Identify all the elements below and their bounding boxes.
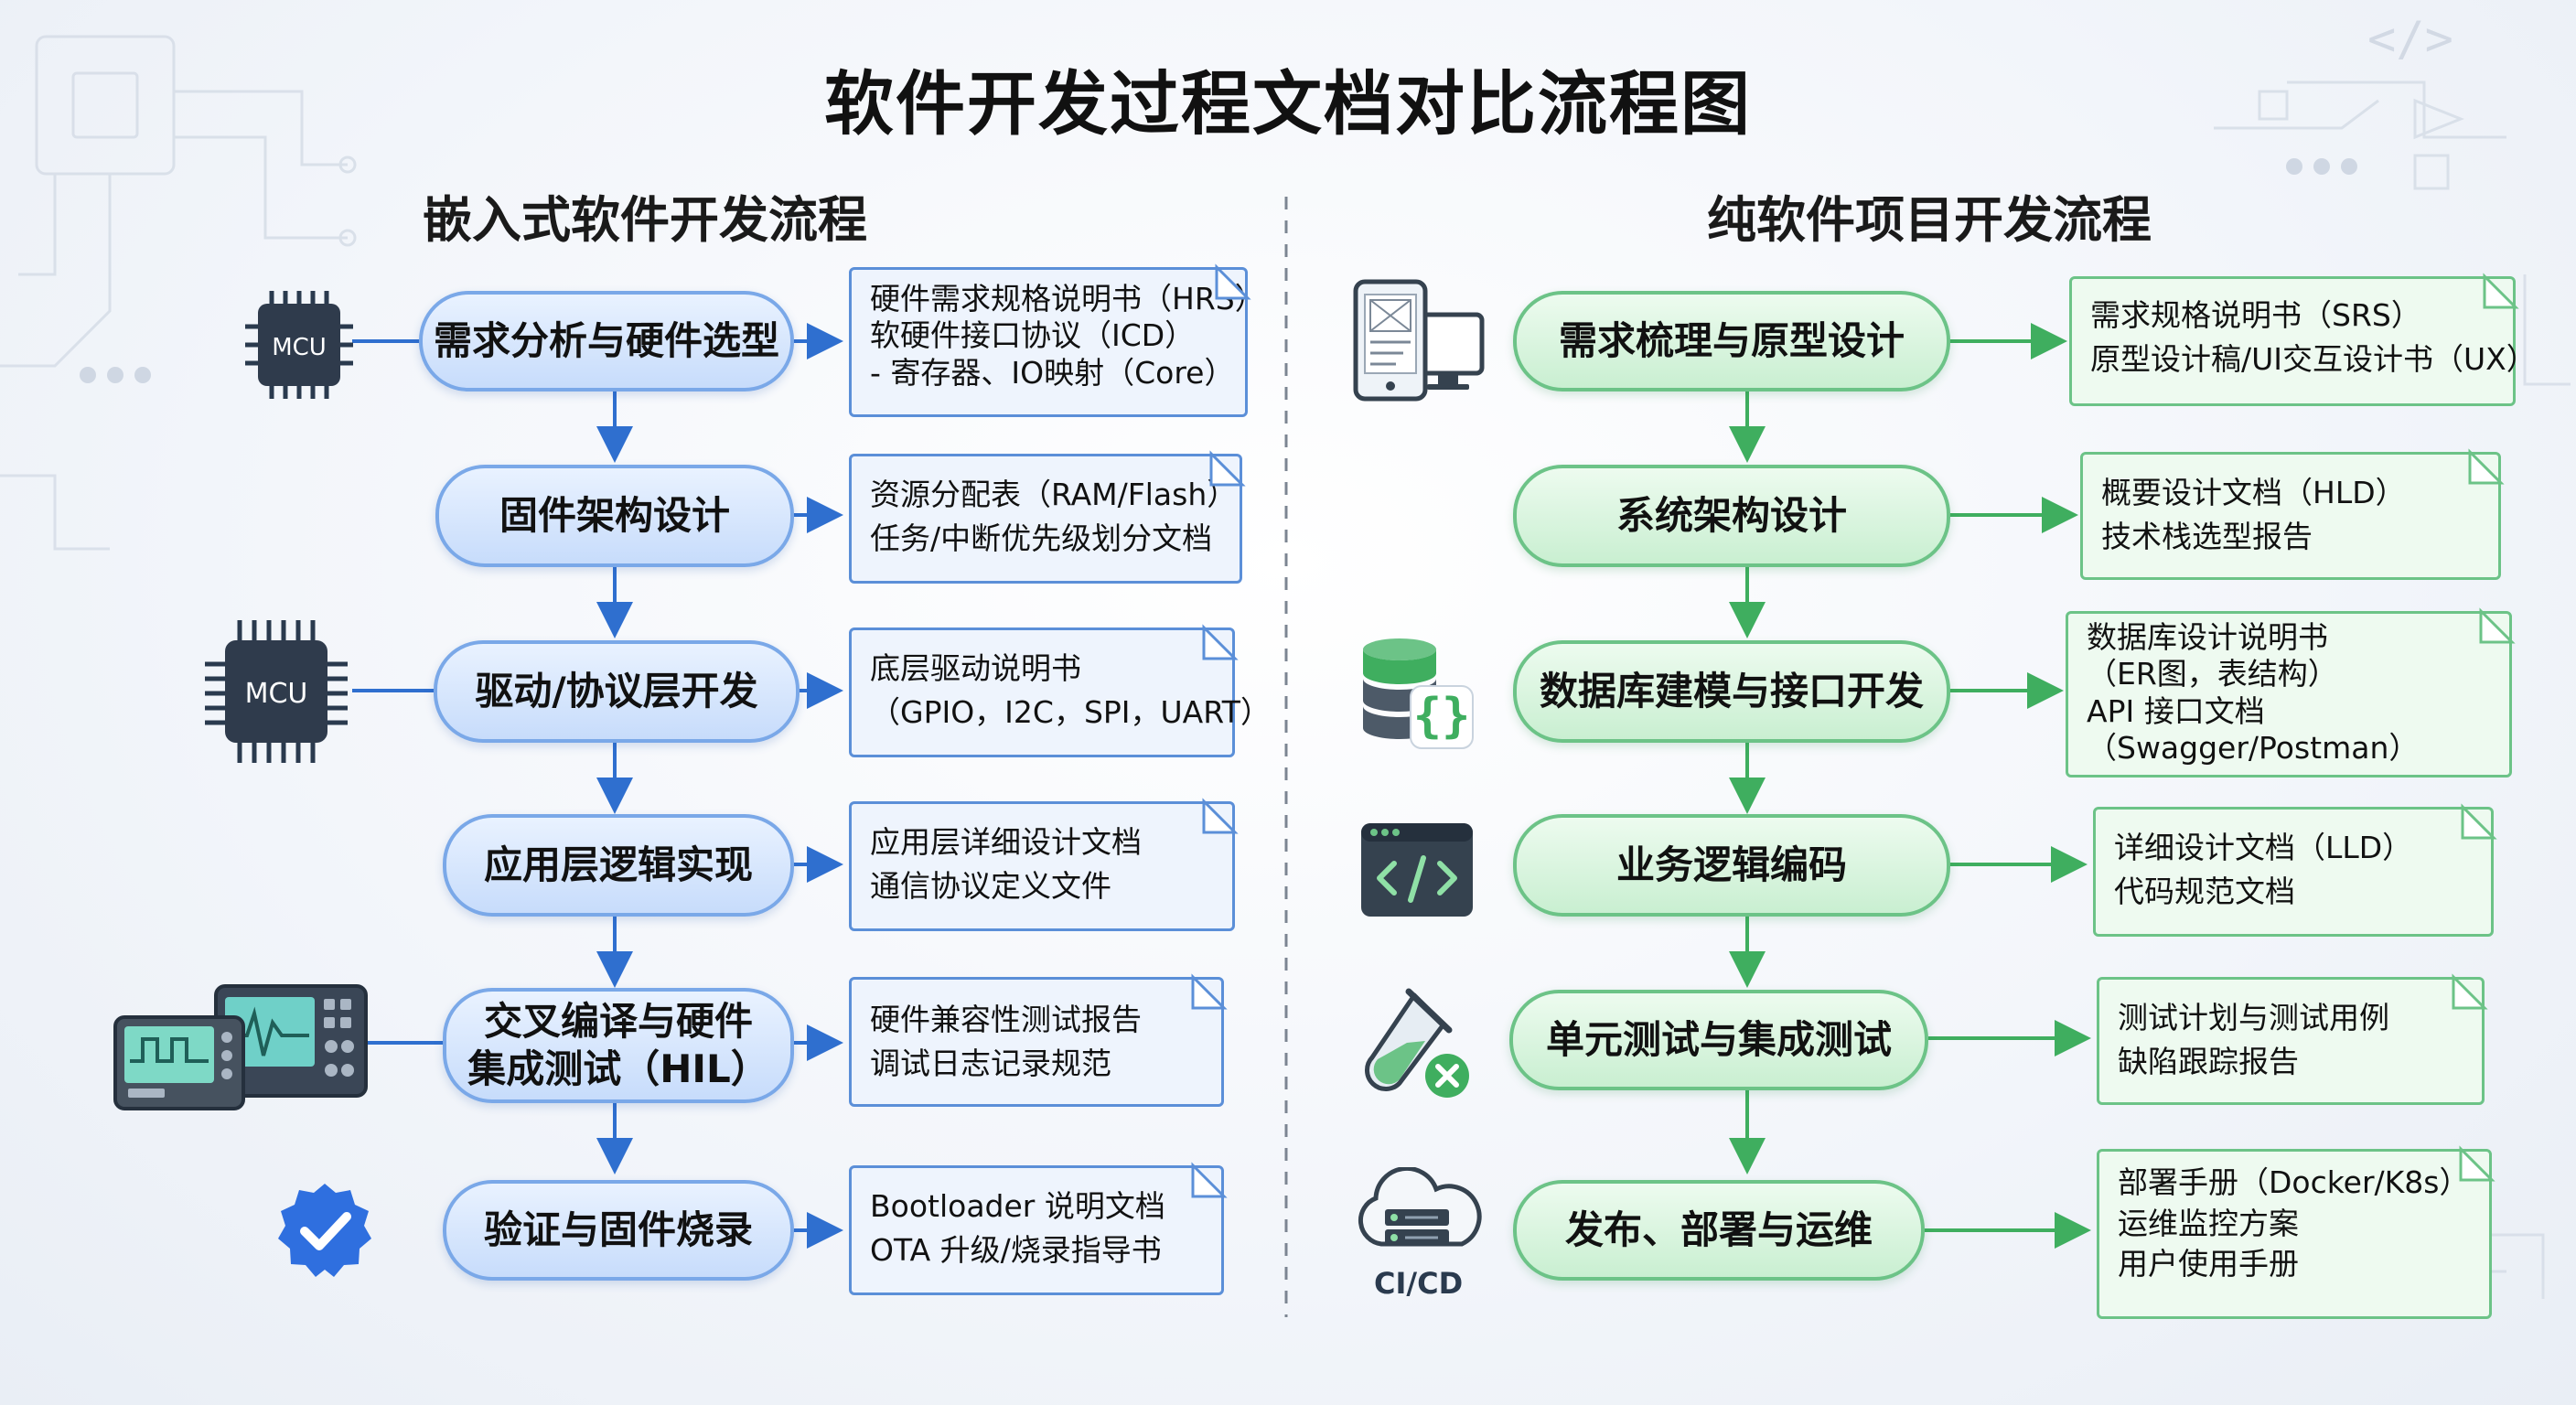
database-icon: {}: [1363, 638, 1474, 749]
right-doc-1: 需求规格说明书（SRS） 原型设计稿/UI交互设计书（UX）: [2069, 276, 2537, 406]
right-doc-1-line-1: 需求规格说明书（SRS）: [2090, 297, 2421, 333]
right-doc-4-line-1: 详细设计文档（LLD）: [2114, 830, 2413, 865]
left-step-2-label: 固件架构设计: [499, 492, 730, 538]
left-doc-5: 硬件兼容性测试报告 调试日志记录规范: [849, 977, 1224, 1107]
right-doc-6-line-3: 用户使用手册: [2118, 1246, 2299, 1282]
left-doc-4-line-2: 通信协议定义文件: [870, 867, 1111, 904]
right-step-3[interactable]: 数据库建模与接口开发: [1513, 640, 1950, 743]
left-step-5-label-line2: 集成测试（HIL）: [467, 1046, 769, 1091]
left-doc-5-line-2: 调试日志记录规范: [870, 1045, 1111, 1081]
left-step-4[interactable]: 应用层逻辑实现: [443, 814, 794, 917]
left-doc-4: 应用层详细设计文档 通信协议定义文件: [849, 801, 1235, 931]
phone-desktop-icon: [1353, 279, 1485, 402]
left-doc-1-line-1: 硬件需求规格说明书（HRS）: [870, 281, 1265, 316]
left-step-2[interactable]: 固件架构设计: [435, 465, 794, 567]
left-step-5[interactable]: 交叉编译与硬件 集成测试（HIL）: [443, 988, 794, 1103]
right-doc-5: 测试计划与测试用例 缺陷跟踪报告: [2097, 977, 2485, 1105]
code-window-icon: [1361, 823, 1473, 917]
left-step-3-label: 驱动/协议层开发: [475, 668, 758, 713]
left-doc-1-line-2: 软硬件接口协议（ICD）: [870, 317, 1196, 354]
right-step-2[interactable]: 系统架构设计: [1513, 465, 1950, 567]
right-step-1[interactable]: 需求梳理与原型设计: [1513, 291, 1950, 391]
right-doc-6-line-1: 部署手册（Docker/K8s）: [2118, 1164, 2470, 1200]
left-doc-6: Bootloader 说明文档 OTA 升级/烧录指导书: [849, 1165, 1224, 1295]
left-doc-6-line-2: OTA 升级/烧录指导书: [870, 1231, 1162, 1268]
right-doc-2-line-2: 技术栈选型报告: [2101, 518, 2313, 554]
right-step-4[interactable]: 业务逻辑编码: [1513, 814, 1950, 917]
mcu-chip-icon: MCU: [205, 620, 348, 763]
left-step-6-label: 验证与固件烧录: [483, 1207, 753, 1252]
cloud-server-icon: [1358, 1167, 1482, 1247]
left-doc-3-line-1: 底层驱动说明书: [870, 650, 1081, 686]
right-doc-6-line-2: 运维监控方案: [2118, 1205, 2299, 1241]
left-step-4-label: 应用层逻辑实现: [483, 842, 753, 887]
right-step-3-label: 数据库建模与接口开发: [1539, 668, 1924, 713]
right-step-1-label: 需求梳理与原型设计: [1558, 317, 1905, 363]
left-doc-3-line-2: （GPIO，I2C，SPI，UART）: [870, 693, 1271, 730]
left-step-6[interactable]: 验证与固件烧录: [443, 1180, 794, 1281]
right-doc-3-line-3: API 接口文档: [2087, 692, 2265, 729]
mcu-chip-label: MCU: [245, 678, 308, 710]
left-doc-2-line-1: 资源分配表（RAM/Flash）: [870, 477, 1238, 512]
right-doc-5-line-1: 测试计划与测试用例: [2118, 1000, 2389, 1035]
left-doc-6-line-1: Bootloader 说明文档: [870, 1188, 1165, 1224]
svg-text:{}: {}: [1413, 689, 1471, 744]
left-doc-2-line-2: 任务/中断优先级划分文档: [870, 520, 1213, 556]
right-step-6[interactable]: 发布、部署与运维: [1513, 1180, 1925, 1281]
right-step-2-label: 系统架构设计: [1615, 492, 1847, 538]
left-doc-1: 硬件需求规格说明书（HRS） 软硬件接口协议（ICD） - 寄存器、IO映射（C…: [849, 267, 1265, 417]
left-doc-2: 资源分配表（RAM/Flash） 任务/中断优先级划分文档: [849, 454, 1242, 584]
left-section-title: 嵌入式软件开发流程: [423, 191, 867, 249]
left-doc-5-line-1: 硬件兼容性测试报告: [870, 1002, 1142, 1037]
right-step-5-label: 单元测试与集成测试: [1545, 1016, 1892, 1062]
test-tube-icon: [1365, 988, 1469, 1098]
right-doc-4: 详细设计文档（LLD） 代码规范文档: [2093, 807, 2494, 937]
right-doc-5-line-2: 缺陷跟踪报告: [2118, 1043, 2299, 1079]
code-tag-decoration: </>: [2367, 12, 2453, 67]
left-doc-4-line-1: 应用层详细设计文档: [870, 824, 1142, 860]
mcu-chip-icon: MCU: [245, 291, 353, 399]
left-step-1[interactable]: 需求分析与硬件选型: [419, 291, 794, 391]
right-doc-6: 部署手册（Docker/K8s） 运维监控方案 用户使用手册: [2097, 1149, 2492, 1319]
oscilloscope-icon: [113, 984, 368, 1110]
left-step-1-label: 需求分析与硬件选型: [433, 317, 779, 363]
right-doc-3-line-2: （ER图，表结构）: [2087, 656, 2338, 692]
right-doc-3-line-4: （Swagger/Postman）: [2087, 729, 2420, 766]
verified-badge-icon: [278, 1184, 371, 1277]
cicd-label: CI/CD: [1374, 1266, 1464, 1301]
diagram-title: 软件开发过程文档对比流程图: [824, 63, 1752, 145]
left-step-3[interactable]: 驱动/协议层开发: [434, 640, 800, 743]
right-doc-3-line-1: 数据库设计说明书: [2087, 619, 2328, 655]
right-doc-3: 数据库设计说明书 （ER图，表结构） API 接口文档 （Swagger/Pos…: [2066, 611, 2512, 778]
right-doc-4-line-2: 代码规范文档: [2114, 873, 2295, 909]
dot-decoration: [80, 158, 2357, 383]
right-doc-1-line-2: 原型设计稿/UI交互设计书（UX）: [2090, 340, 2537, 377]
right-doc-2: 概要设计文档（HLD） 技术栈选型报告: [2080, 452, 2501, 580]
right-doc-2-line-1: 概要设计文档（HLD）: [2101, 475, 2406, 510]
left-doc-3: 底层驱动说明书 （GPIO，I2C，SPI，UART）: [849, 627, 1271, 757]
right-step-6-label: 发布、部署与运维: [1564, 1207, 1873, 1252]
left-doc-1-line-3: - 寄存器、IO映射（Core）: [870, 354, 1235, 391]
mcu-chip-label: MCU: [272, 334, 327, 361]
right-section-title: 纯软件项目开发流程: [1707, 191, 2152, 249]
right-step-4-label: 业务逻辑编码: [1615, 842, 1847, 887]
right-step-5[interactable]: 单元测试与集成测试: [1509, 990, 1928, 1090]
circuit-decoration: [0, 35, 2571, 1299]
left-step-5-label-line1: 交叉编译与硬件: [483, 998, 753, 1044]
